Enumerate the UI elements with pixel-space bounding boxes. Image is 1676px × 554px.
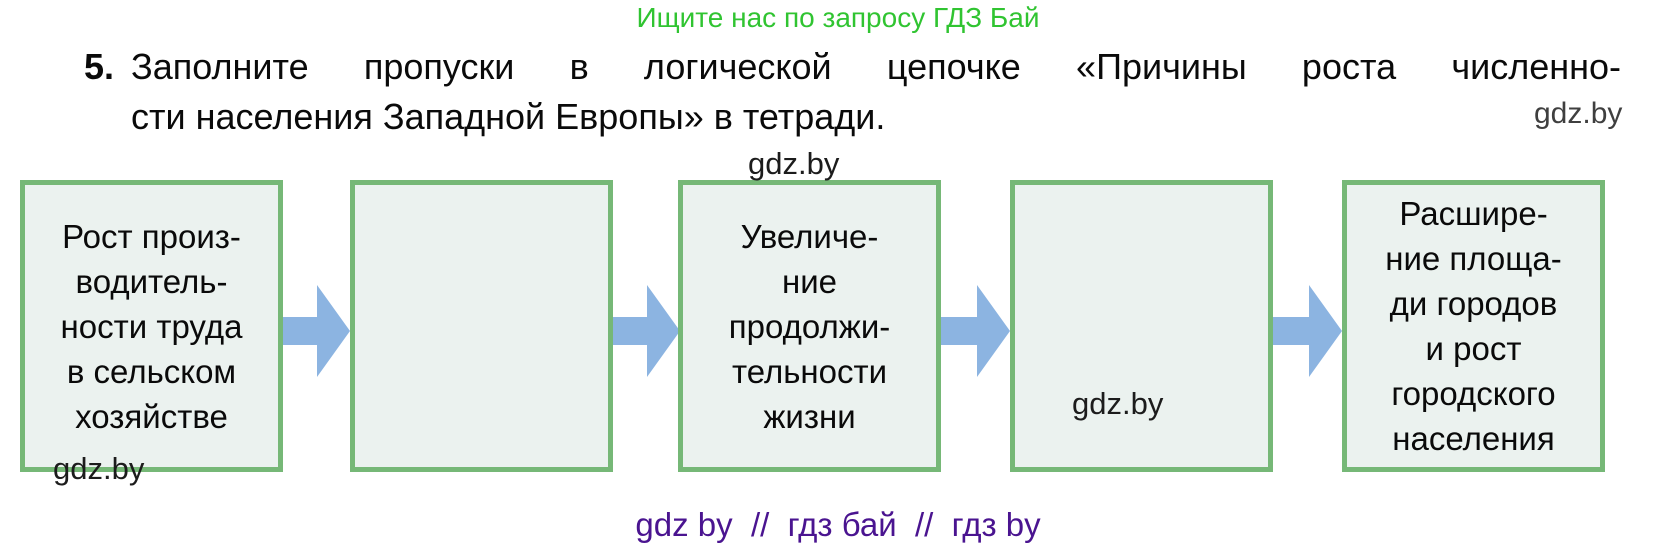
flow-box-5-text: Расшире- ние площа- ди городов и рост го… — [1385, 195, 1562, 457]
arrow-right-icon — [611, 283, 680, 379]
arrow-right-icon — [281, 283, 350, 379]
task-text-line1: Заполните пропуски в логической цепочке … — [131, 46, 1621, 87]
arrow-right-icon — [941, 283, 1010, 379]
footer-promo-text: gdz by // гдз бай // гдз by — [635, 506, 1041, 543]
task-paragraph: 5. Заполните пропуски в логической цепоч… — [84, 42, 1621, 142]
header-promo-text: Ищите нас по запросу ГДЗ Бай — [636, 2, 1040, 33]
flow-box-2-empty — [350, 180, 613, 472]
task-number: 5. — [84, 46, 115, 87]
watermark-above-box3: gdz.by — [748, 146, 840, 181]
flow-box-4-empty — [1010, 180, 1273, 472]
watermark-box1-bottom: gdz.by — [53, 451, 145, 486]
flow-box-3: Увеличе- ние продолжи- тельности жизни — [678, 180, 941, 472]
watermark-header-right: gdz.by — [1534, 97, 1623, 130]
flow-box-1-text: Рост произ- водитель- ности труда в сель… — [60, 217, 243, 435]
watermark-box4-center: gdz.by — [1072, 386, 1164, 421]
task-text-line2: сти населения Западной Европы» в тетради… — [131, 96, 886, 137]
flow-box-5: Расшире- ние площа- ди городов и рост го… — [1342, 180, 1605, 472]
arrow-right-icon — [1273, 283, 1342, 379]
flow-box-3-text: Увеличе- ние продолжи- тельности жизни — [728, 217, 891, 435]
flow-box-1: Рост произ- водитель- ности труда в сель… — [20, 180, 283, 472]
